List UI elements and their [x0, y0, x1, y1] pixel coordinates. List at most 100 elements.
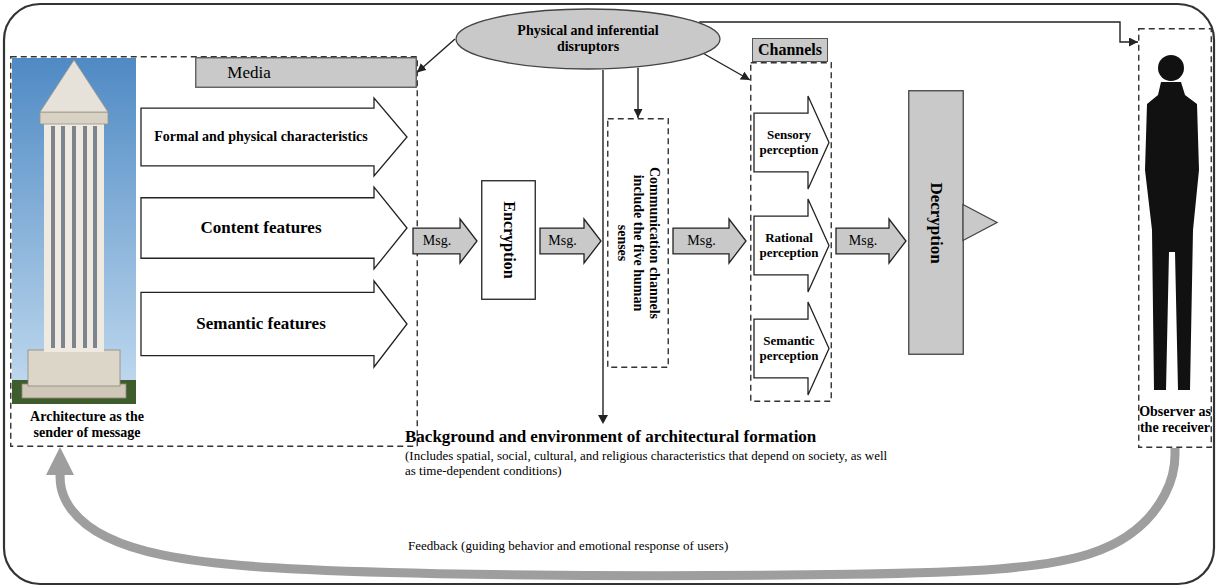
- block-arrow-shape: [413, 219, 477, 263]
- text-area: Encryption: [499, 184, 517, 296]
- disruption-arrow: [637, 68, 638, 118]
- node-label: Media: [227, 63, 270, 83]
- block-arrow-shape: [673, 219, 746, 263]
- edge-label: Feedback (guiding behavior and emotional…: [405, 539, 731, 554]
- node-label: Rational perception: [756, 231, 822, 261]
- channel-box: Communication channels include the five …: [607, 118, 669, 368]
- observer-silhouette: [1145, 55, 1199, 390]
- context-note: (Includes spatial, social, cultural, and…: [405, 449, 895, 479]
- media-header: Media: [195, 57, 417, 88]
- heading-text: Channels: [758, 41, 822, 59]
- text-area: Semantic perception: [756, 301, 822, 396]
- perception-arrow: Sensory perception: [753, 95, 830, 190]
- block-arrow-shape: [141, 187, 407, 269]
- node-label: Sensory perception: [756, 128, 822, 158]
- disruptor-ellipse: Physical and inferential disruptors: [455, 8, 721, 70]
- group-heading: Channels: [752, 38, 828, 62]
- sky: [12, 58, 136, 404]
- block-arrow-shape: [754, 199, 829, 292]
- feature-arrow: Formal and physical characteristics: [140, 97, 408, 177]
- text-area: Msg.: [675, 218, 728, 264]
- decryption-box: Decryption: [908, 90, 998, 355]
- node-label: Formal and physical characteristics: [154, 129, 367, 145]
- block-arrow-shape: [141, 98, 407, 176]
- tower-ring: [40, 112, 108, 124]
- box-shape: [482, 181, 536, 300]
- edge-label-slot: Feedback (guiding behavior and emotional…: [405, 536, 835, 554]
- box-shape: [196, 58, 417, 88]
- node-label: Decryption: [926, 182, 946, 263]
- text-area: Rational perception: [756, 198, 822, 293]
- text-area: Decryption: [926, 103, 946, 343]
- text-area: Formal and physical characteristics: [150, 97, 372, 177]
- tower-plinth: [28, 350, 120, 386]
- text-area: Media: [207, 57, 291, 88]
- text-area: Msg.: [838, 218, 888, 264]
- tower-fin: [93, 126, 97, 348]
- text-area: Communication channels include the five …: [614, 163, 662, 323]
- tower-shaft: [44, 120, 104, 352]
- dashed-border: [11, 57, 418, 447]
- node-label: Msg.: [548, 233, 576, 249]
- arrow-head-shape: [963, 205, 997, 241]
- label-slot: Background and environment of architectu…: [405, 427, 965, 447]
- box-shape: [909, 91, 964, 355]
- label-slot: (Includes spatial, social, cultural, and…: [405, 449, 895, 479]
- node-label: Msg.: [849, 233, 877, 249]
- node-label: Observer as the receiver: [1139, 404, 1211, 436]
- text-area: Msg.: [542, 218, 583, 264]
- ellipse-shape: [456, 9, 720, 69]
- block-arrow-shape: [754, 302, 829, 395]
- context-heading: Background and environment of architectu…: [405, 427, 965, 447]
- text-area: Physical and inferential disruptors: [489, 14, 687, 64]
- feature-arrow: Semantic features: [140, 280, 408, 368]
- node-label: Encryption: [499, 201, 517, 278]
- node-label: Semantic perception: [756, 334, 822, 364]
- tower-fin: [61, 126, 65, 348]
- feedback-arrow: [60, 448, 1175, 575]
- silhouette-head: [1158, 55, 1184, 81]
- node-label: Semantic features: [196, 314, 326, 334]
- silhouette-body: [1145, 82, 1199, 390]
- message-arrow: Msg.: [412, 218, 478, 264]
- perception-arrow: Rational perception: [753, 198, 830, 293]
- node-label: Content features: [200, 218, 321, 238]
- block-arrow-shape: [836, 219, 906, 263]
- block-arrow-shape: [540, 219, 601, 263]
- disruption-arrow: [417, 39, 455, 73]
- node-label: Msg.: [687, 233, 715, 249]
- pointer-head: [598, 415, 608, 424]
- dashed-border: [608, 119, 669, 368]
- node-label: Communication channels include the five …: [614, 163, 662, 323]
- dashed-border: [1139, 29, 1212, 448]
- text-area: Content features: [150, 186, 372, 270]
- text-area: Msg.: [415, 218, 459, 264]
- message-arrow: Msg.: [835, 218, 907, 264]
- text-area: Architecture as the sender of message: [12, 408, 162, 442]
- disruption-arrow: [704, 54, 750, 80]
- tower-fin: [51, 126, 55, 348]
- feature-arrow: Content features: [140, 186, 408, 270]
- block-arrow-shape: [141, 281, 407, 367]
- encryption-box: Encryption: [481, 180, 536, 300]
- dashed-border: [751, 63, 832, 402]
- tower-fin: [72, 126, 76, 348]
- tower-cone: [40, 60, 108, 112]
- perception-arrow: Semantic perception: [753, 301, 830, 396]
- receiver-box-outline: [1138, 28, 1212, 448]
- node-label: Msg.: [423, 233, 451, 249]
- text-area: Observer as the receiver: [1139, 394, 1211, 446]
- outer-frame: [4, 4, 1214, 584]
- disruptor-pointer: [598, 70, 608, 424]
- text-area: Semantic features: [150, 280, 372, 368]
- message-arrow: Msg.: [672, 218, 747, 264]
- text-area: Sensory perception: [756, 95, 822, 190]
- node-label: Architecture as the sender of message: [12, 409, 162, 441]
- message-arrow: Msg.: [539, 218, 602, 264]
- receiver-box: Observer as the receiver: [1138, 28, 1212, 448]
- block-arrow-shape: [754, 96, 829, 189]
- decryption-box-outline: [908, 90, 998, 355]
